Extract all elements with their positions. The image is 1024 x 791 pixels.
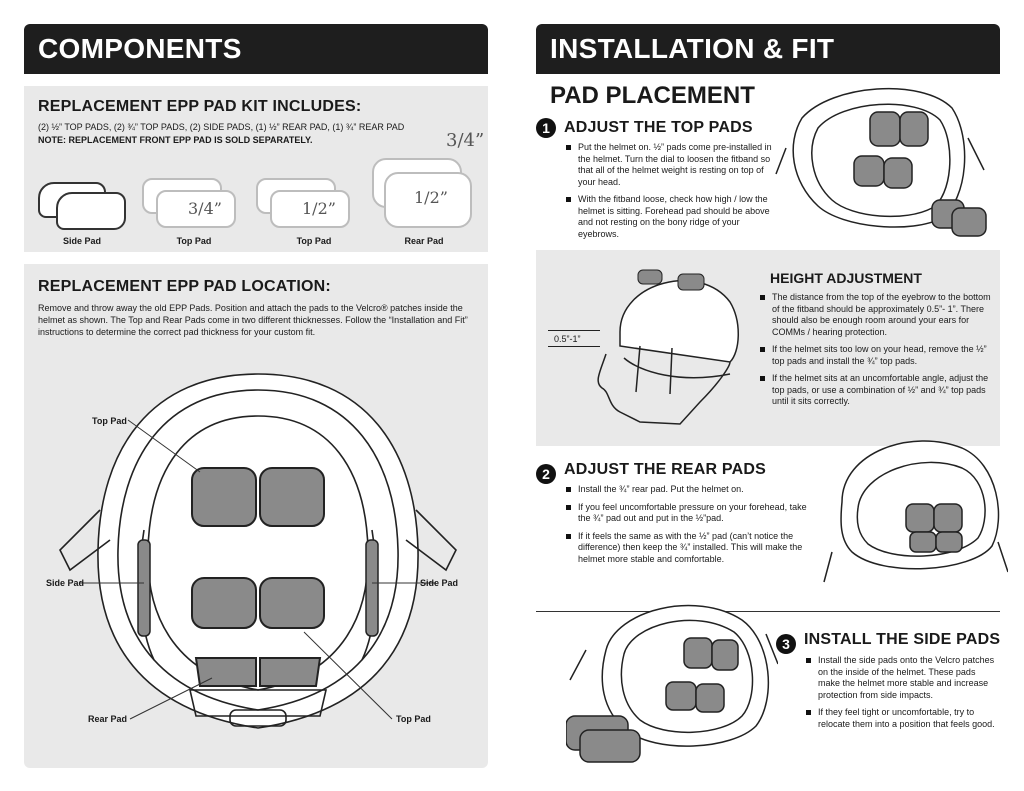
rear-pad-thickness: 1/2” — [414, 188, 448, 207]
kit-heading: REPLACEMENT EPP PAD KIT INCLUDES: — [38, 98, 362, 115]
helmet-top-pads-illustration — [775, 87, 987, 237]
step2-bullet-2: If you feel uncomfortable pressure on yo… — [566, 502, 820, 525]
step2-number: 2 — [536, 464, 556, 484]
step3-number: 3 — [776, 634, 796, 654]
top-pad-1-2-thickness: 1/2” — [302, 199, 336, 218]
label-side-pad-left: Side Pad — [46, 578, 85, 588]
height-bullets: The distance from the top of the eyebrow… — [760, 292, 992, 414]
head-profile-illustration — [597, 269, 739, 425]
step3-bullet-2: If they feel tight or uncomfortable, try… — [806, 707, 996, 730]
components-header: COMPONENTS — [24, 24, 488, 74]
height-bullet-2: If the helmet sits too low on your head,… — [760, 344, 992, 367]
label-side-pad-right: Side Pad — [420, 578, 459, 588]
step2-bullet-3: If it feels the same as with the ½” pad … — [566, 531, 820, 566]
height-bullet-3: If the helmet sits at an uncomfortable a… — [760, 373, 992, 408]
helmet-rear-pad-illustration — [823, 440, 1008, 583]
step2-bullets: Install the ¾” rear pad. Put the helmet … — [566, 484, 820, 571]
top-pad-upper-shape — [191, 467, 325, 527]
top-pad-label-1: Top Pad — [176, 236, 212, 246]
label-top-pad-lower: Top Pad — [396, 714, 431, 724]
top-pad-lower-shape — [191, 577, 325, 629]
step1-bullet-2: With the fitband loose, check how high /… — [566, 194, 774, 240]
installation-title: INSTALLATION & FIT — [550, 33, 835, 64]
rear-pad-extra-thickness: 3/4” — [446, 130, 485, 151]
step1-bullets: Put the helmet on. ½” pads come pre-inst… — [566, 142, 774, 246]
label-rear-pad: Rear Pad — [88, 714, 128, 724]
height-title: HEIGHT ADJUSTMENT — [770, 270, 922, 286]
label-top-pad-upper: Top Pad — [92, 416, 127, 426]
installation-header: INSTALLATION & FIT — [536, 24, 1000, 74]
height-bullet-1: The distance from the top of the eyebrow… — [760, 292, 992, 338]
step2-title: ADJUST THE REAR PADS — [564, 461, 766, 478]
rear-pad-label: Rear Pad — [404, 236, 444, 246]
step3-bullet-1: Install the side pads onto the Velcro pa… — [806, 655, 996, 701]
step3-title: INSTALL THE SIDE PADS — [804, 631, 1001, 648]
step1-bullet-1: Put the helmet on. ½” pads come pre-inst… — [566, 142, 774, 188]
helmet-side-pads-illustration — [566, 604, 778, 763]
measure-line — [548, 330, 600, 331]
height-panel — [536, 250, 1000, 446]
helmet-interior-diagram — [59, 373, 457, 729]
pad-placement-heading: PAD PLACEMENT — [550, 82, 755, 109]
side-pad-label: Side Pad — [62, 236, 101, 246]
kit-note: NOTE: REPLACEMENT FRONT EPP PAD IS SOLD … — [38, 135, 313, 145]
components-title: COMPONENTS — [38, 33, 242, 64]
section-divider — [536, 611, 1000, 612]
step1-number: 1 — [536, 118, 556, 138]
top-pad-3-4-thickness: 3/4” — [188, 199, 222, 218]
measure-label: 0.5”-1” — [554, 334, 581, 344]
location-heading: REPLACEMENT EPP PAD LOCATION: — [38, 278, 331, 295]
side-pad-shapes — [137, 539, 379, 637]
kit-contents: (2) ½” TOP PADS, (2) ¾” TOP PADS, (2) SI… — [38, 122, 405, 132]
top-pad-label-2: Top Pad — [296, 236, 332, 246]
step1-title: ADJUST THE TOP PADS — [564, 119, 753, 136]
step2-bullet-1: Install the ¾” rear pad. Put the helmet … — [566, 484, 820, 496]
step3-bullets: Install the side pads onto the Velcro pa… — [806, 655, 996, 736]
measure-line-lower — [548, 346, 600, 347]
location-text: Remove and throw away the old EPP Pads. … — [38, 303, 468, 337]
